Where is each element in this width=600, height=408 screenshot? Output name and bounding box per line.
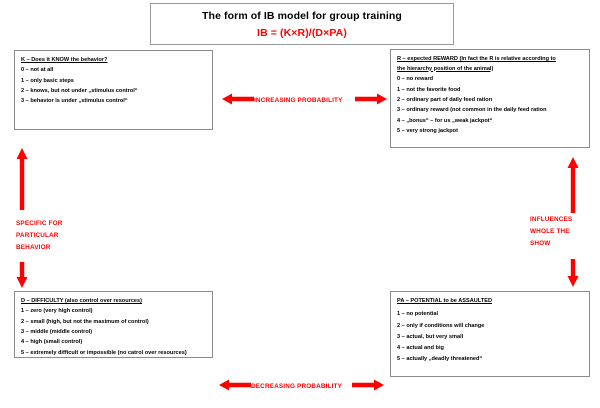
knowledge-item-2: 2 – knows, but not under „stimulus contr… bbox=[21, 88, 138, 95]
title-box: The form of IB model for group training … bbox=[150, 3, 454, 45]
reward-header-line-2: the hierarchy position of the animal) bbox=[397, 65, 494, 72]
specific-for-particular-behavior-label: SPECIFIC FOR PARTICULAR BEHAVIOR bbox=[16, 218, 63, 254]
arrow-left-increasing-icon bbox=[222, 92, 254, 106]
potential-item-2: 3 – actual, but very small bbox=[397, 333, 464, 340]
arrow-down-specific-icon bbox=[15, 262, 29, 288]
reward-item-0: 0 – no reward bbox=[397, 76, 434, 83]
reward-item-4: 4 – „bonus“ – for us „weak jackpot“ bbox=[397, 117, 493, 124]
influences-whole-the-show-label: INFLUENCES WHOLE THE SHOW bbox=[530, 214, 572, 250]
specific-label-line-3: BEHAVIOR bbox=[16, 243, 51, 251]
knowledge-item-1: 1 – only basic steps bbox=[21, 77, 74, 84]
arrow-left-decreasing-icon bbox=[219, 378, 251, 392]
difficulty-item-3: 4 – high (small control) bbox=[21, 339, 83, 346]
difficulty-header: D – DIFFICULTY (also control over resour… bbox=[21, 298, 143, 304]
specific-label-line-2: PARTICULAR bbox=[16, 231, 59, 239]
influences-label-line-3: SHOW bbox=[530, 239, 551, 247]
knowledge-header: K – Does it KNOW the behavior? bbox=[21, 57, 108, 63]
difficulty-item-4: 5 – extremely difficult or impossible (n… bbox=[21, 349, 187, 356]
reward-item-1: 1 – not the favorite food bbox=[397, 86, 461, 93]
difficulty-item-0: 1 – zero (very high control) bbox=[21, 308, 93, 315]
potential-header: PA – POTENTIAL to be ASSAULTED bbox=[397, 298, 492, 304]
knowledge-item-3: 3 – behavior is under „stimulus control“ bbox=[21, 98, 128, 105]
arrow-up-influences-icon bbox=[566, 157, 580, 213]
reward-item-5: 5 – very strong jackpot bbox=[397, 128, 458, 135]
arrow-right-decreasing-icon bbox=[352, 378, 384, 392]
difficulty-item-1: 2 – small (high, but not the maximum of … bbox=[21, 318, 149, 325]
reward-item-2: 2 – ordinary part of daily feed ration bbox=[397, 97, 493, 103]
reward-box: R – expected REWARD (In fact the R is re… bbox=[390, 49, 590, 148]
knowledge-item-0: 0 – not at all bbox=[21, 67, 54, 74]
influences-label-line-2: WHOLE THE bbox=[530, 227, 570, 235]
increasing-probability-label: INCREASING PROBABILITY bbox=[254, 97, 343, 104]
potential-item-3: 4 – actual and big bbox=[397, 344, 444, 351]
arrow-right-increasing-icon bbox=[355, 92, 387, 106]
knowledge-box: K – Does it KNOW the behavior? 0 – not a… bbox=[14, 50, 213, 130]
model-formula: IB = (K×R)/(D×PA) bbox=[257, 26, 347, 39]
page-title: The form of IB model for group training bbox=[202, 9, 402, 22]
reward-header-line-1: R – expected REWARD (In fact the R is re… bbox=[397, 56, 556, 62]
decreasing-probability-label: DECREASING PROBABILITY bbox=[251, 383, 342, 390]
potential-box: PA – POTENTIAL to be ASSAULTED 1 – no po… bbox=[390, 291, 590, 377]
specific-label-line-1: SPECIFIC FOR bbox=[16, 220, 63, 227]
difficulty-item-2: 3 – middle (middle control) bbox=[21, 329, 93, 336]
potential-item-0: 1 – no potential bbox=[397, 311, 439, 318]
arrow-down-influences-icon bbox=[566, 259, 580, 287]
reward-item-3: 3 – ordinary reward (not common in the d… bbox=[397, 107, 547, 114]
potential-item-4: 5 – actually „deadly threatened“ bbox=[397, 356, 483, 363]
arrow-up-specific-icon bbox=[15, 148, 29, 210]
difficulty-box: D – DIFFICULTY (also control over resour… bbox=[14, 291, 213, 358]
potential-item-1: 2 – only if conditions will change bbox=[397, 322, 485, 329]
influences-label-line-1: INFLUENCES bbox=[530, 216, 573, 223]
